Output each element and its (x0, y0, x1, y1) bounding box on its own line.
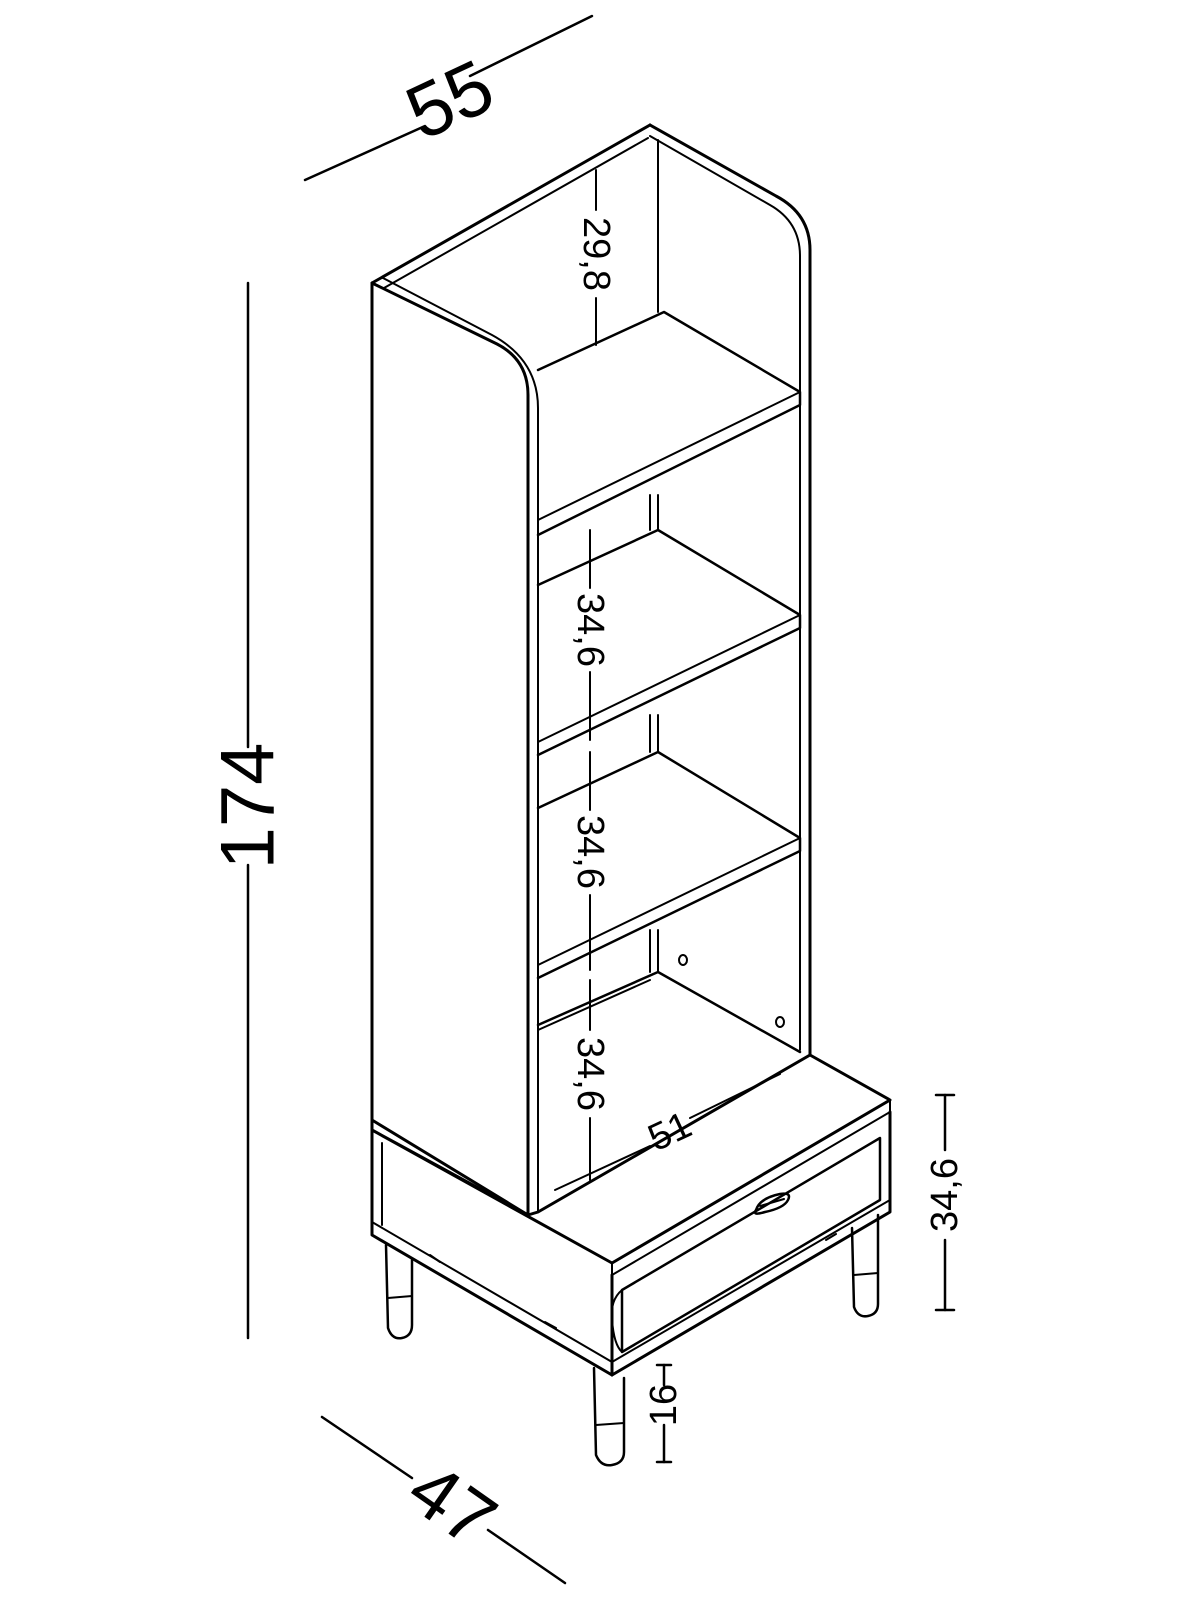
right-side-panel (648, 123, 812, 1057)
width-dim-line-left (303, 124, 427, 182)
shelf-2-front (537, 614, 801, 743)
depth-label: 47 (393, 1446, 511, 1564)
left-side-panel (370, 281, 530, 1217)
base-top-front-edge (611, 1099, 891, 1276)
leg-front-left (592, 1366, 626, 1467)
top-shelf-height-label: 29,8 (575, 217, 617, 291)
dimension-labels: 55 174 47 29,8 34,6 34,6 34,6 51 34,6 16 (206, 44, 967, 1564)
bottom-compartment-edge (537, 979, 651, 1031)
bookcase (370, 123, 892, 1467)
shelf-3-height-label: 34,6 (569, 815, 611, 889)
shelf-2-height-label: 34,6 (569, 593, 611, 667)
leg-front-right (850, 1213, 880, 1318)
base-left-bottom-edge (371, 1221, 613, 1363)
base-height-label: 34,6 (924, 1158, 966, 1232)
top-back-edge-inner (383, 137, 649, 289)
drawer-handle (753, 1192, 791, 1215)
drawer-handle-slot (759, 1198, 785, 1207)
width-label: 55 (394, 44, 507, 157)
depth-dim-line-right (486, 1528, 567, 1585)
left-side-panel-edge (382, 277, 539, 1213)
leg-shadow-marks (429, 1233, 837, 1329)
base-top (370, 1053, 892, 1265)
screw-hole-2 (775, 1016, 785, 1028)
leg-back-left (384, 1243, 414, 1340)
width-dim-line-right (468, 14, 594, 78)
base-front (610, 1110, 892, 1377)
screw-hole-1 (678, 954, 688, 966)
inner-depth-dim-line-a (554, 1145, 651, 1191)
depth-dim-line-left (320, 1415, 414, 1480)
drawer-front (620, 1136, 882, 1354)
shelf-3-front (537, 837, 801, 966)
base-left-side (370, 1128, 614, 1377)
base-front-bottom-edge (611, 1199, 891, 1363)
dimension-lines (246, 14, 956, 1585)
inner-depth-label: 51 (642, 1104, 698, 1160)
right-side-panel-inner (649, 135, 801, 1051)
shelf-1-front (537, 391, 801, 521)
drawer-left-curve (610, 1289, 623, 1353)
bottom-compartment-floor (536, 970, 802, 1054)
top-back-edge (370, 123, 652, 285)
height-label: 174 (206, 743, 291, 870)
shelf-4-height-label: 34,6 (569, 1037, 611, 1111)
leg-height-label: 16 (643, 1384, 685, 1426)
